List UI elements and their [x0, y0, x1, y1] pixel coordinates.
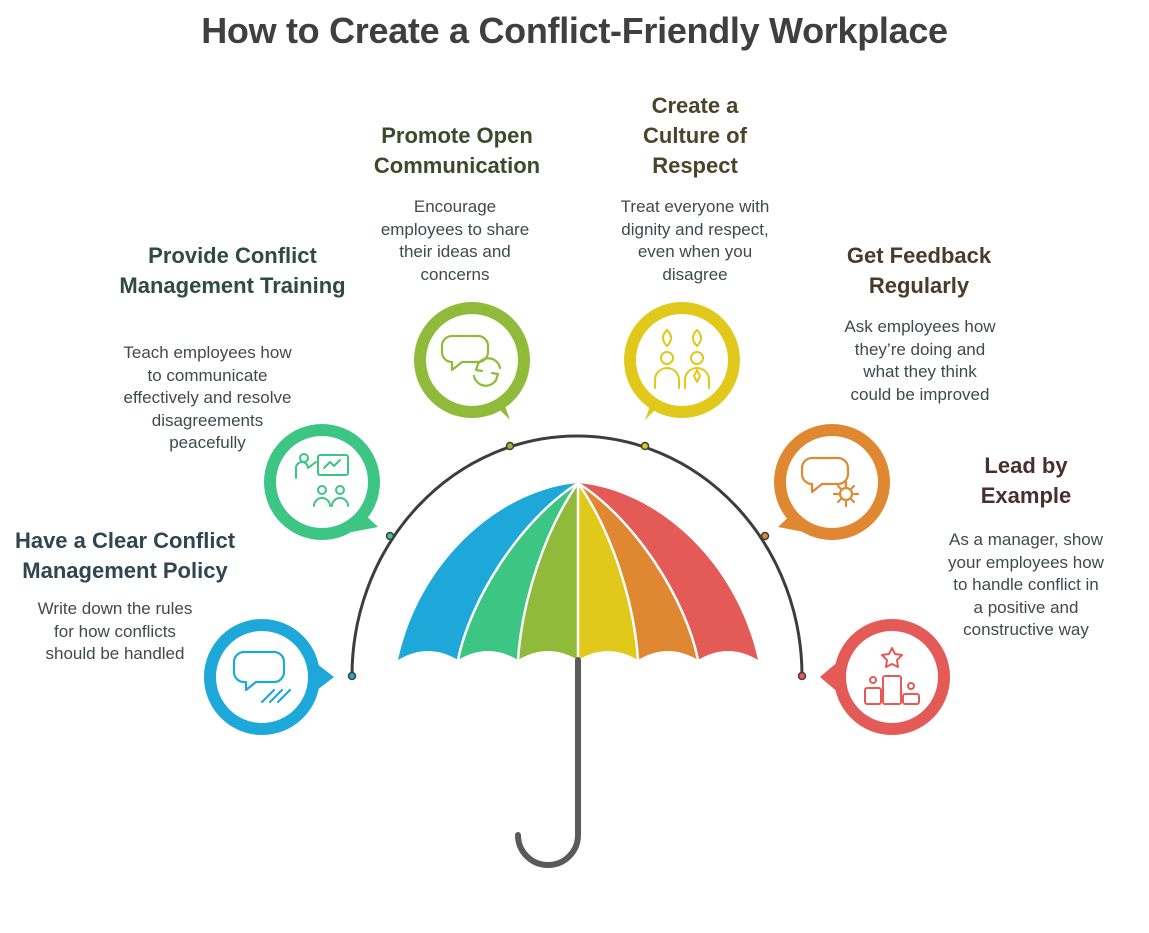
step-desc-feedback: Ask employees how they’re doing and what… [844, 317, 996, 404]
step-desc-communication: Encourage employees to share their ideas… [380, 197, 530, 284]
canopy-panel-red [578, 483, 758, 660]
arc-marker-training [385, 531, 395, 541]
step-title-communication: Promote Open Communication [373, 123, 541, 178]
step-title-example: Lead by Example [980, 453, 1072, 508]
chat-refresh-icon [440, 334, 502, 387]
badge-feedback [774, 424, 890, 540]
step-desc-example: As a manager, show your employees how to… [948, 530, 1104, 639]
arc-marker-example [797, 671, 807, 681]
outer-arc [350, 434, 804, 677]
arc-marker-policy [347, 671, 357, 681]
page-title: How to Create a Conflict-Friendly Workpl… [201, 10, 948, 51]
podium-star-icon [864, 647, 920, 705]
step-desc-respect: Treat everyone with dignity and respect,… [620, 197, 770, 284]
canopy-panel-orange [578, 483, 698, 660]
chat-gear-icon [800, 456, 860, 508]
canopy-panel-green [458, 483, 578, 660]
training-presentation-icon [295, 453, 349, 507]
canopy-panel-olive [518, 483, 578, 660]
badge-respect [624, 302, 740, 420]
arc-marker-feedback [760, 531, 770, 541]
umbrella-canopy [398, 481, 758, 661]
canopy-panel-blue [398, 483, 578, 660]
badge-training [264, 424, 380, 540]
arc-marker-respect [640, 441, 650, 451]
step-title-feedback: Get Feedback Regularly [846, 243, 992, 298]
badge-example [820, 619, 950, 735]
arc-marker-communication [505, 441, 515, 451]
step-title-respect: Create a Culture of Respect [643, 93, 747, 178]
two-people-icon [654, 329, 710, 389]
step-desc-policy: Write down the rules for how conflicts s… [37, 599, 193, 663]
umbrella-handle [515, 657, 581, 868]
canopy-panel-yellow [578, 483, 638, 660]
badge-policy [204, 619, 334, 735]
step-desc-training: Teach employees how to communicate effec… [123, 343, 292, 452]
chat-forward-icon [232, 650, 292, 704]
step-title-policy: Have a Clear Conflict Management Policy [14, 528, 236, 583]
step-title-training: Provide Conflict Management Training [119, 243, 346, 298]
badge-communication [414, 302, 530, 420]
